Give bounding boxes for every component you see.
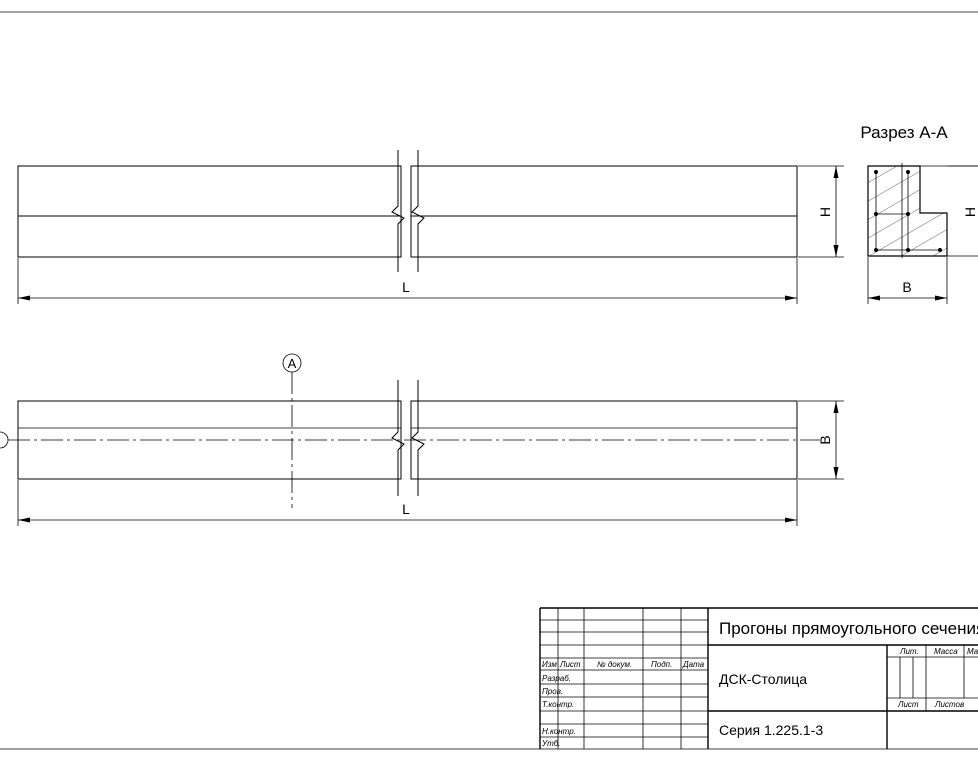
plan-length-dimension: L (17, 480, 798, 526)
organization-name: ДСК-Столица (719, 671, 807, 687)
title-block-column-headers: Изм Лист № докум. Подп. Дата (542, 660, 705, 669)
col-header-izm: Изм (542, 660, 557, 669)
role-checked: Пров. (542, 687, 563, 696)
header-mass: Масса (934, 647, 958, 656)
role-tech-control: Т.контр. (542, 700, 574, 709)
front-view-break-lines (391, 150, 425, 272)
plan-width-label: B (817, 435, 833, 444)
role-norm-control: Н.контр. (542, 727, 576, 736)
series-number: Серия 1.225.1-3 (719, 722, 823, 738)
title-block: Изм Лист № докум. Подп. Дата Разраб. Про… (539, 607, 978, 749)
col-header-date: Дата (682, 660, 705, 669)
section-marker-label: А (288, 356, 297, 371)
plan-view-break-lines (391, 380, 425, 496)
col-header-signature: Подп. (651, 660, 672, 669)
header-lit: Лит. (899, 647, 919, 656)
front-view-right-part (410, 165, 798, 258)
front-height-dimension: H (798, 165, 844, 258)
section-width-label: B (902, 279, 911, 295)
section-a-a: Разрез А-А H B (860, 123, 978, 304)
plan-center-axis (0, 431, 820, 449)
drawing-title: Прогоны прямоугольного сечения (719, 619, 978, 638)
plan-width-dimension: B (798, 400, 844, 480)
sheets-total-label: Листов (934, 700, 964, 709)
title-block-right-grid: Лит. Масса Масштаб Лист Листов (887, 645, 978, 711)
title-block-left-grid (540, 608, 708, 749)
col-header-list: Лист (559, 660, 581, 669)
section-title: Разрез А-А (860, 123, 948, 142)
sheet-frame (0, 11, 978, 750)
role-developed: Разраб. (542, 674, 571, 683)
front-length-dimension: L (17, 258, 798, 304)
front-view: L H (17, 150, 844, 304)
header-scale: Масштаб (967, 647, 978, 656)
section-height-label: H (962, 207, 978, 217)
section-rebar (874, 163, 942, 258)
role-approved: Утб. (541, 739, 561, 748)
sheet-label: Лист (897, 700, 919, 709)
col-header-doc-number: № докум. (597, 660, 632, 669)
front-length-label: L (402, 279, 410, 295)
section-width-dimension: B (867, 257, 948, 304)
section-cut-marker: А (282, 353, 302, 508)
front-view-left-part (17, 165, 402, 258)
title-block-roles: Разраб. Пров. Т.контр. Н.контр. Утб. (541, 674, 576, 748)
plan-view: А B L (0, 353, 844, 526)
plan-length-label: L (402, 501, 410, 517)
section-height-dimension: H (948, 165, 978, 217)
front-height-label: H (817, 207, 833, 217)
